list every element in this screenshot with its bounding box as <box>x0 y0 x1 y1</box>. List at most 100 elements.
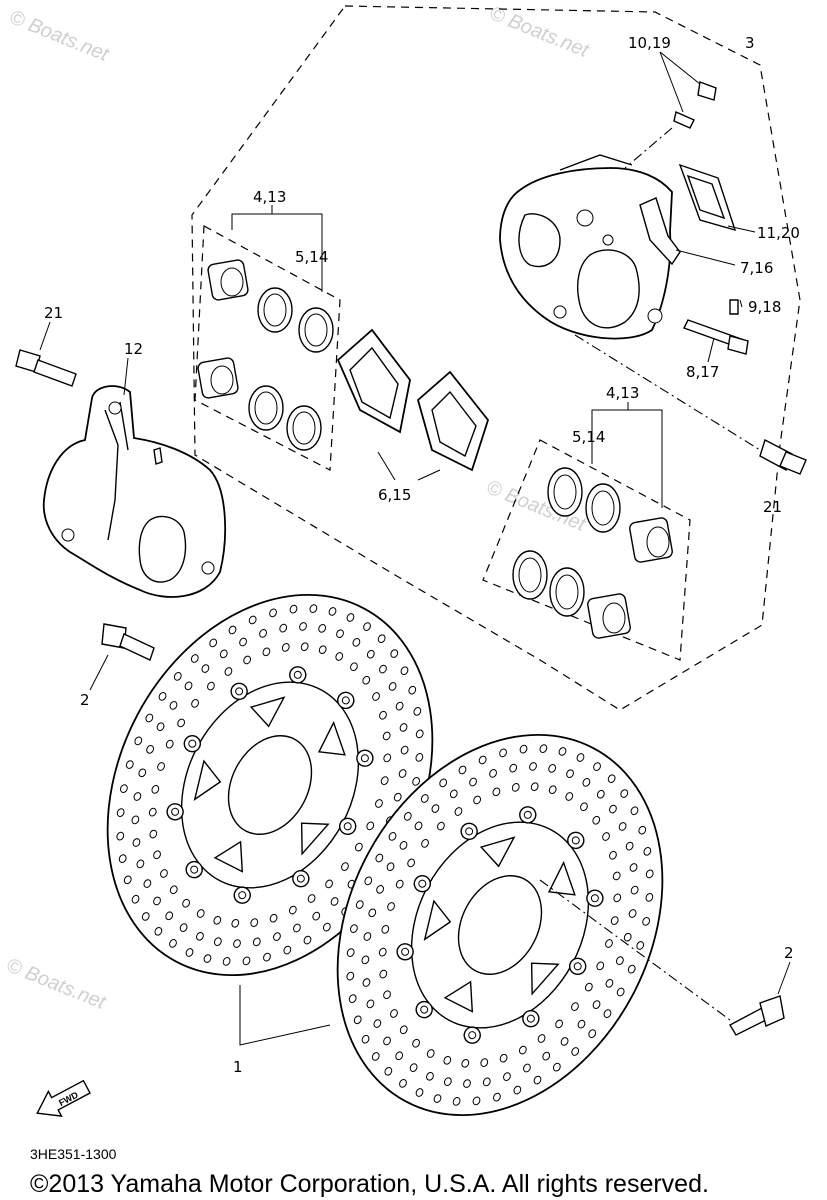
disc-hole <box>228 625 237 635</box>
callout-3: 3 <box>745 34 755 52</box>
disc-hole <box>273 932 281 941</box>
leader-bleed <box>624 127 673 169</box>
callout-9-18: 9,18 <box>748 298 781 316</box>
disc-hole <box>593 762 601 771</box>
disc-hole <box>233 939 241 948</box>
rotor-button-hole <box>360 754 369 763</box>
disc-hole <box>395 879 404 889</box>
callout-21-right: 21 <box>763 498 782 516</box>
carrier-window <box>193 759 222 801</box>
disc-hole <box>542 1051 551 1061</box>
copyright-notice: ©2013 Yamaha Motor Corporation, U.S.A. A… <box>30 1170 709 1198</box>
disc-hole <box>630 806 639 816</box>
rotor-button-hole <box>171 807 180 816</box>
disc-hole <box>463 1079 471 1088</box>
callout-12: 12 <box>124 340 143 358</box>
disc-hole <box>605 978 614 988</box>
disc-hole <box>588 1029 597 1038</box>
pistons-right <box>587 517 673 639</box>
rotor-button-hole <box>418 879 427 888</box>
disc-hole <box>269 913 278 923</box>
rotor-button-hole <box>238 891 247 900</box>
disc-hole <box>363 932 372 941</box>
disc-hole <box>145 713 154 723</box>
disc-hole <box>281 643 290 652</box>
carrier-windows <box>423 836 576 1013</box>
disc-hole <box>638 825 647 835</box>
disc-hole <box>123 875 132 885</box>
pad-pin <box>683 299 749 363</box>
disc-hole <box>378 947 387 957</box>
mounting-bolt-left <box>15 321 77 387</box>
disc-hole <box>201 664 210 673</box>
disc-holes <box>346 744 654 1106</box>
disc-hole <box>366 649 375 659</box>
disc-hole <box>153 896 161 906</box>
disc-hole <box>469 777 477 787</box>
disc-hole <box>361 1034 370 1044</box>
disc-hole <box>143 879 152 888</box>
disc-hole <box>196 909 205 918</box>
disc-hole <box>318 624 327 633</box>
callout-21-left: 21 <box>44 304 63 322</box>
disc-hole <box>511 783 520 792</box>
disc-hole <box>452 1097 461 1106</box>
disc-hole <box>354 842 363 852</box>
disc-hole <box>443 1055 452 1065</box>
disc-hole <box>136 859 145 869</box>
disc-hole <box>213 937 222 946</box>
rotor-button-hole <box>523 810 532 819</box>
disc-hole <box>400 745 409 755</box>
disc-hole <box>131 815 140 825</box>
disc-hole <box>362 978 371 987</box>
disc-hole <box>250 918 259 927</box>
disc-hole <box>379 664 387 674</box>
disc-hole <box>630 885 639 895</box>
carrier-window <box>547 860 576 896</box>
disc-hole <box>415 1088 424 1097</box>
disc-hole <box>408 685 417 695</box>
disc-hole <box>623 932 632 942</box>
disc-hole <box>636 941 645 950</box>
disc-hole <box>592 1000 601 1009</box>
callout-2-lower: 2 <box>784 944 794 962</box>
disc-hole <box>330 897 339 906</box>
callout-10-19: 10,19 <box>628 34 671 52</box>
disc-hole <box>239 637 247 647</box>
disc-hole <box>615 956 624 965</box>
disc-hole <box>368 908 377 918</box>
disc-hole <box>552 1062 561 1072</box>
disc-hole <box>383 753 392 763</box>
disc-hole <box>499 748 507 758</box>
watermark: © Boats.net <box>6 6 113 66</box>
disc-hole <box>605 939 613 948</box>
carrier-windows <box>193 696 346 873</box>
disc-hole <box>566 769 574 779</box>
carrier-window <box>479 836 516 868</box>
disc-hole <box>592 815 601 825</box>
disc-hole <box>379 710 387 720</box>
disc-hole <box>628 909 637 918</box>
disc-hole <box>518 1045 527 1055</box>
disc-hole <box>383 1036 391 1046</box>
disc-hole <box>132 838 141 847</box>
callouts: 1 2 2 3 4,13 4,13 5,14 5,14 6,15 7,16 8,… <box>44 34 800 1076</box>
disc-hole <box>362 675 371 685</box>
bracket-4-13-left <box>231 205 323 292</box>
brake-pads <box>336 328 490 481</box>
disc-hole <box>169 939 177 948</box>
bleed-screw <box>659 51 717 129</box>
disc-hole <box>363 622 371 631</box>
disc-hole <box>645 869 654 879</box>
disc-hole <box>252 937 261 947</box>
disc-hole <box>184 681 193 691</box>
disc-bolt-upper <box>89 623 155 691</box>
disc-hole <box>415 753 424 762</box>
disc-hole <box>395 1051 404 1061</box>
disc-hole <box>182 898 190 908</box>
disc-hole <box>449 789 458 799</box>
rotor-button-hole <box>190 865 199 874</box>
rotor-buttons <box>166 666 374 904</box>
disc-hole <box>352 638 361 647</box>
disc-hole <box>154 926 163 936</box>
